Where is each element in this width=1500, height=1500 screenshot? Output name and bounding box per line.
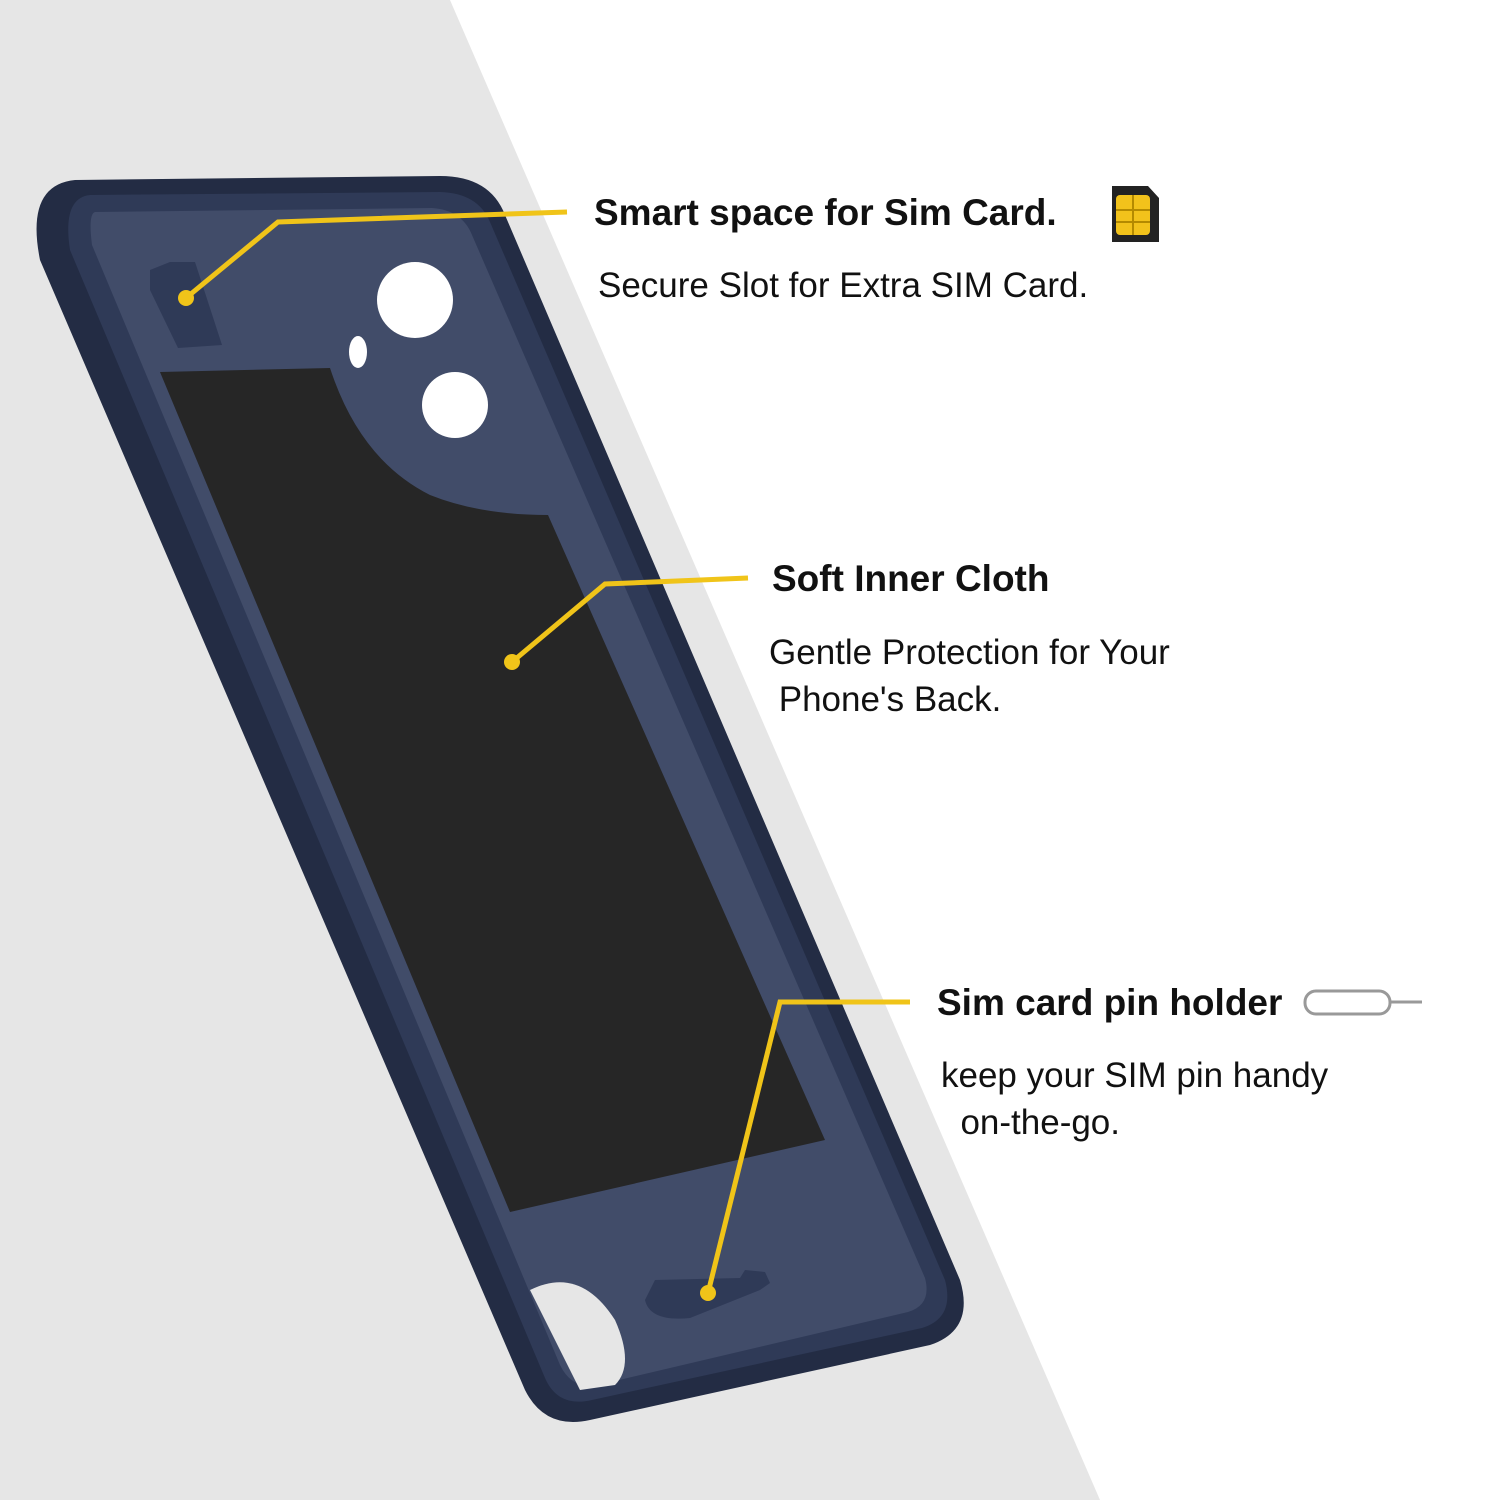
callout-desc-cloth-2: Phone's Back. bbox=[769, 680, 1002, 719]
callout-title-pin: Sim card pin holder bbox=[937, 982, 1283, 1023]
callout-title-cloth: Soft Inner Cloth bbox=[772, 558, 1050, 599]
callout-desc-pin-1: keep your SIM pin handy bbox=[941, 1056, 1329, 1095]
inner-cloth bbox=[160, 368, 825, 1212]
callout-line-sim bbox=[184, 209, 568, 300]
callout-desc-sim: Secure Slot for Extra SIM Card. bbox=[598, 266, 1089, 305]
sim-card-icon bbox=[1112, 186, 1159, 242]
camera-hole bbox=[377, 262, 453, 338]
callout-dot bbox=[178, 290, 194, 306]
callout-desc-pin-2: on-the-go. bbox=[941, 1103, 1120, 1142]
callout-line-pin bbox=[705, 999, 910, 1294]
camera-hole bbox=[422, 372, 488, 438]
bottom-hole bbox=[530, 1282, 625, 1390]
callout-dot bbox=[504, 654, 520, 670]
callout-desc-cloth-1: Gentle Protection for Your bbox=[769, 633, 1170, 672]
callout-dot bbox=[700, 1285, 716, 1301]
callout-line-cloth bbox=[510, 575, 749, 664]
flash-hole bbox=[349, 336, 367, 368]
sim-pin-icon bbox=[1303, 989, 1422, 1016]
callout-title-sim: Smart space for Sim Card. bbox=[594, 192, 1057, 233]
